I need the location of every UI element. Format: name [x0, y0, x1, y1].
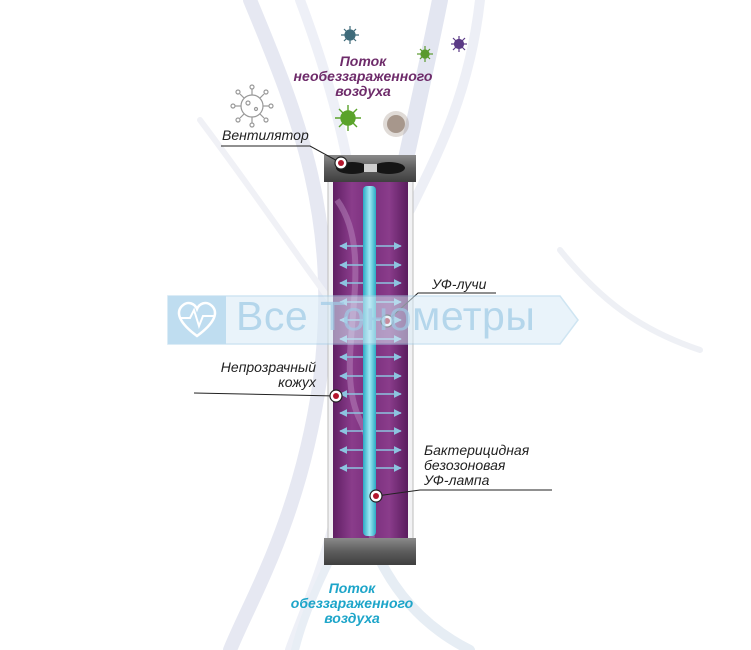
flow-out-label: Поток обеззараженного воздуха — [290, 580, 414, 626]
uv-rays-label: УФ-лучи — [432, 276, 487, 292]
bacteria-green-small-icon — [417, 46, 433, 62]
fan-label: Вентилятор — [222, 127, 309, 143]
watermark-logo — [167, 295, 579, 345]
watermark-text: Все Тонометры — [236, 293, 536, 339]
bacteria-purple-icon — [451, 36, 467, 52]
bacteria-brown-blurred-icon — [383, 111, 409, 137]
housing-label: Непрозрачный кожух — [220, 359, 316, 390]
bacteria-green-large-icon — [335, 105, 361, 131]
lamp-label: Бактерицидная безозоновая УФ-лампа — [424, 442, 530, 488]
bottom-cap — [324, 538, 416, 565]
microbe-icons — [230, 26, 467, 137]
uv-lamp-tube — [363, 186, 376, 536]
flow-in-label: Поток необеззараженного воздуха — [293, 53, 433, 99]
virus-outline-icon — [230, 84, 274, 128]
bacteria-teal-icon — [341, 26, 359, 44]
